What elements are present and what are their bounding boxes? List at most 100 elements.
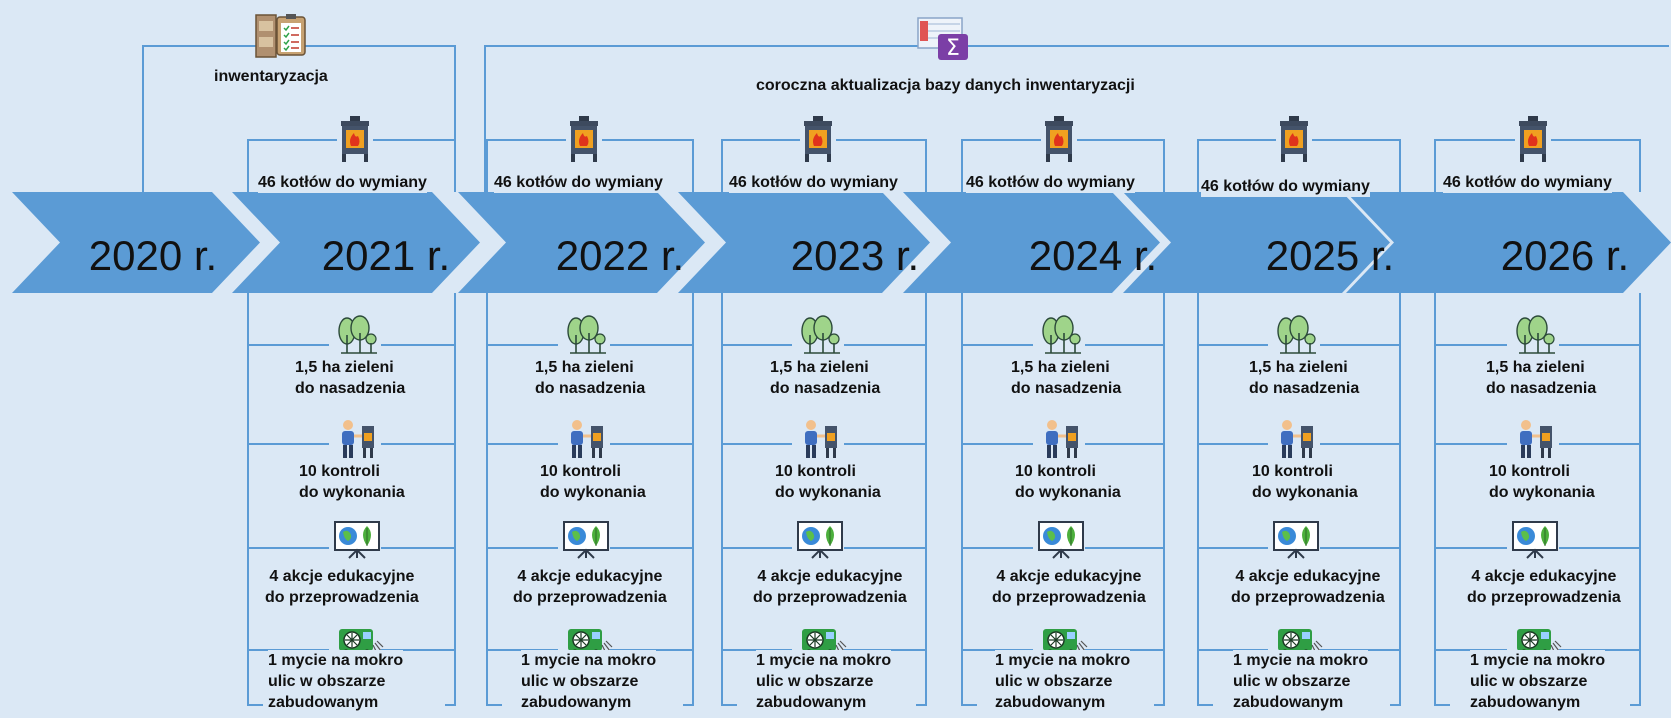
boilers-bracket-right-4 <box>1312 139 1401 192</box>
washing-label-2023: 1 mycie na mokro ulic w obszarze zabudow… <box>756 650 892 713</box>
stove-icon-0 <box>341 116 369 162</box>
stove-icon-3 <box>1045 116 1073 162</box>
tasks-frame-left-3 <box>961 293 977 706</box>
education-label-2021: 4 akcje edukacyjne do przeprowadzenia <box>265 566 419 608</box>
greenery-label-2021: 1,5 ha zieleni do nasadzenia <box>295 357 406 399</box>
tasks-frame-right-0 <box>445 293 456 706</box>
tasks-frame-left-1 <box>486 293 502 706</box>
controls-label-2021: 10 kontroli do wykonania <box>299 461 405 503</box>
education-label-2022: 4 akcje edukacyjne do przeprowadzenia <box>513 566 667 608</box>
stove-icon-5 <box>1519 116 1547 162</box>
boilers-bracket-right-3 <box>1077 139 1165 192</box>
trees-icon-5 <box>1516 315 1555 354</box>
inspector-icon-2 <box>805 420 837 458</box>
tasks-frame-left-4 <box>1197 293 1213 706</box>
education-board-icon-3 <box>1038 521 1084 559</box>
tasks-frame-left-0 <box>247 293 263 706</box>
education-label-2025: 4 akcje edukacyjne do przeprowadzenia <box>1231 566 1385 608</box>
trees-icon-3 <box>1042 315 1081 354</box>
chevron-2021 <box>232 192 480 293</box>
inventory-label: inwentaryzacja <box>214 66 328 87</box>
boilers-label-2023: 46 kotłów do wymiany <box>729 172 898 193</box>
svg-text:Σ: Σ <box>946 36 960 61</box>
year-2026: 2026 r. <box>1500 232 1630 279</box>
year-2022: 2022 r. <box>555 232 685 279</box>
education-board-icon-4 <box>1273 521 1319 559</box>
chevron-2024 <box>903 192 1160 293</box>
chevron-2025 <box>1123 192 1390 293</box>
controls-label-2024: 10 kontroli do wykonania <box>1015 461 1121 503</box>
database-sum-icon: Σ <box>917 17 968 61</box>
boilers-label-2026: 46 kotłów do wymiany <box>1443 172 1612 193</box>
washing-label-2024: 1 mycie na mokro ulic w obszarze zabudow… <box>995 650 1131 713</box>
tasks-frame-right-5 <box>1630 293 1641 706</box>
chevron-2026 <box>1346 192 1671 293</box>
greenery-label-2024: 1,5 ha zieleni do nasadzenia <box>1011 357 1122 399</box>
tasks-frame-right-1 <box>683 293 694 706</box>
controls-label-2022: 10 kontroli do wykonania <box>540 461 646 503</box>
washing-label-2022: 1 mycie na mokro ulic w obszarze zabudow… <box>521 650 657 713</box>
boilers-bracket-left-1 <box>486 139 566 192</box>
trees-icon-4 <box>1277 315 1316 354</box>
boilers-label-2021: 46 kotłów do wymiany <box>258 172 427 193</box>
trees-icon-0 <box>338 315 377 354</box>
inspector-icon-3 <box>1046 420 1078 458</box>
boilers-label-2022: 46 kotłów do wymiany <box>494 172 663 193</box>
boilers-bracket-right-0 <box>373 139 456 192</box>
washing-label-2025: 1 mycie na mokro ulic w obszarze zabudow… <box>1233 650 1369 713</box>
washing-label-2021: 1 mycie na mokro ulic w obszarze zabudow… <box>268 650 404 713</box>
controls-label-2025: 10 kontroli do wykonania <box>1252 461 1358 503</box>
boilers-label-2024: 46 kotłów do wymiany <box>966 172 1135 193</box>
tasks-frame-left-2 <box>721 293 737 706</box>
education-board-icon-0 <box>334 521 380 559</box>
inspector-icon-0 <box>342 420 374 458</box>
annual-update-bracket <box>484 45 1669 192</box>
boilers-bracket-left-3 <box>961 139 1041 192</box>
boilers-label-2025: 46 kotłów do wymiany <box>1201 176 1370 197</box>
year-2020: 2020 r. <box>88 232 218 279</box>
washing-label-2026: 1 mycie na mokro ulic w obszarze zabudow… <box>1470 650 1606 713</box>
boilers-bracket-right-2 <box>836 139 927 192</box>
year-2023: 2023 r. <box>790 232 920 279</box>
education-label-2026: 4 akcje edukacyjne do przeprowadzenia <box>1467 566 1621 608</box>
chevron-2022 <box>458 192 705 293</box>
tasks-frame-right-4 <box>1390 293 1401 706</box>
inspector-icon-5 <box>1520 420 1552 458</box>
controls-label-2026: 10 kontroli do wykonania <box>1489 461 1595 503</box>
tasks-frame-left-5 <box>1434 293 1450 706</box>
year-2021: 2021 r. <box>321 232 451 279</box>
education-board-icon-5 <box>1512 521 1558 559</box>
boilers-bracket-left-4 <box>1197 139 1276 192</box>
boilers-bracket-left-2 <box>721 139 800 192</box>
boilers-bracket-right-1 <box>602 139 694 192</box>
education-label-2024: 4 akcje edukacyjne do przeprowadzenia <box>992 566 1146 608</box>
stove-icon-2 <box>804 116 832 162</box>
inspector-icon-1 <box>571 420 603 458</box>
education-board-icon-1 <box>563 521 609 559</box>
boilers-bracket-left-0 <box>247 139 337 192</box>
clipboard-icon <box>255 14 306 58</box>
trees-icon-1 <box>567 315 606 354</box>
year-2024: 2024 r. <box>1028 232 1158 279</box>
greenery-label-2022: 1,5 ha zieleni do nasadzenia <box>535 357 646 399</box>
controls-label-2023: 10 kontroli do wykonania <box>775 461 881 503</box>
chevron-2023 <box>678 192 930 293</box>
greenery-label-2026: 1,5 ha zieleni do nasadzenia <box>1486 357 1597 399</box>
stove-icon-4 <box>1280 116 1308 162</box>
boilers-bracket-right-5 <box>1551 139 1641 192</box>
chevron-2020 <box>12 192 260 293</box>
education-board-icon-2 <box>797 521 843 559</box>
tasks-frame-right-3 <box>1154 293 1165 706</box>
inspector-icon-4 <box>1281 420 1313 458</box>
tasks-frame-right-2 <box>916 293 927 706</box>
year-2025: 2025 r. <box>1265 232 1395 279</box>
greenery-label-2025: 1,5 ha zieleni do nasadzenia <box>1249 357 1360 399</box>
greenery-label-2023: 1,5 ha zieleni do nasadzenia <box>770 357 881 399</box>
stove-icon-1 <box>570 116 598 162</box>
boilers-bracket-left-5 <box>1434 139 1515 192</box>
trees-icon-2 <box>801 315 840 354</box>
education-label-2023: 4 akcje edukacyjne do przeprowadzenia <box>753 566 907 608</box>
annual-update-label: coroczna aktualizacja bazy danych inwent… <box>756 75 1135 96</box>
